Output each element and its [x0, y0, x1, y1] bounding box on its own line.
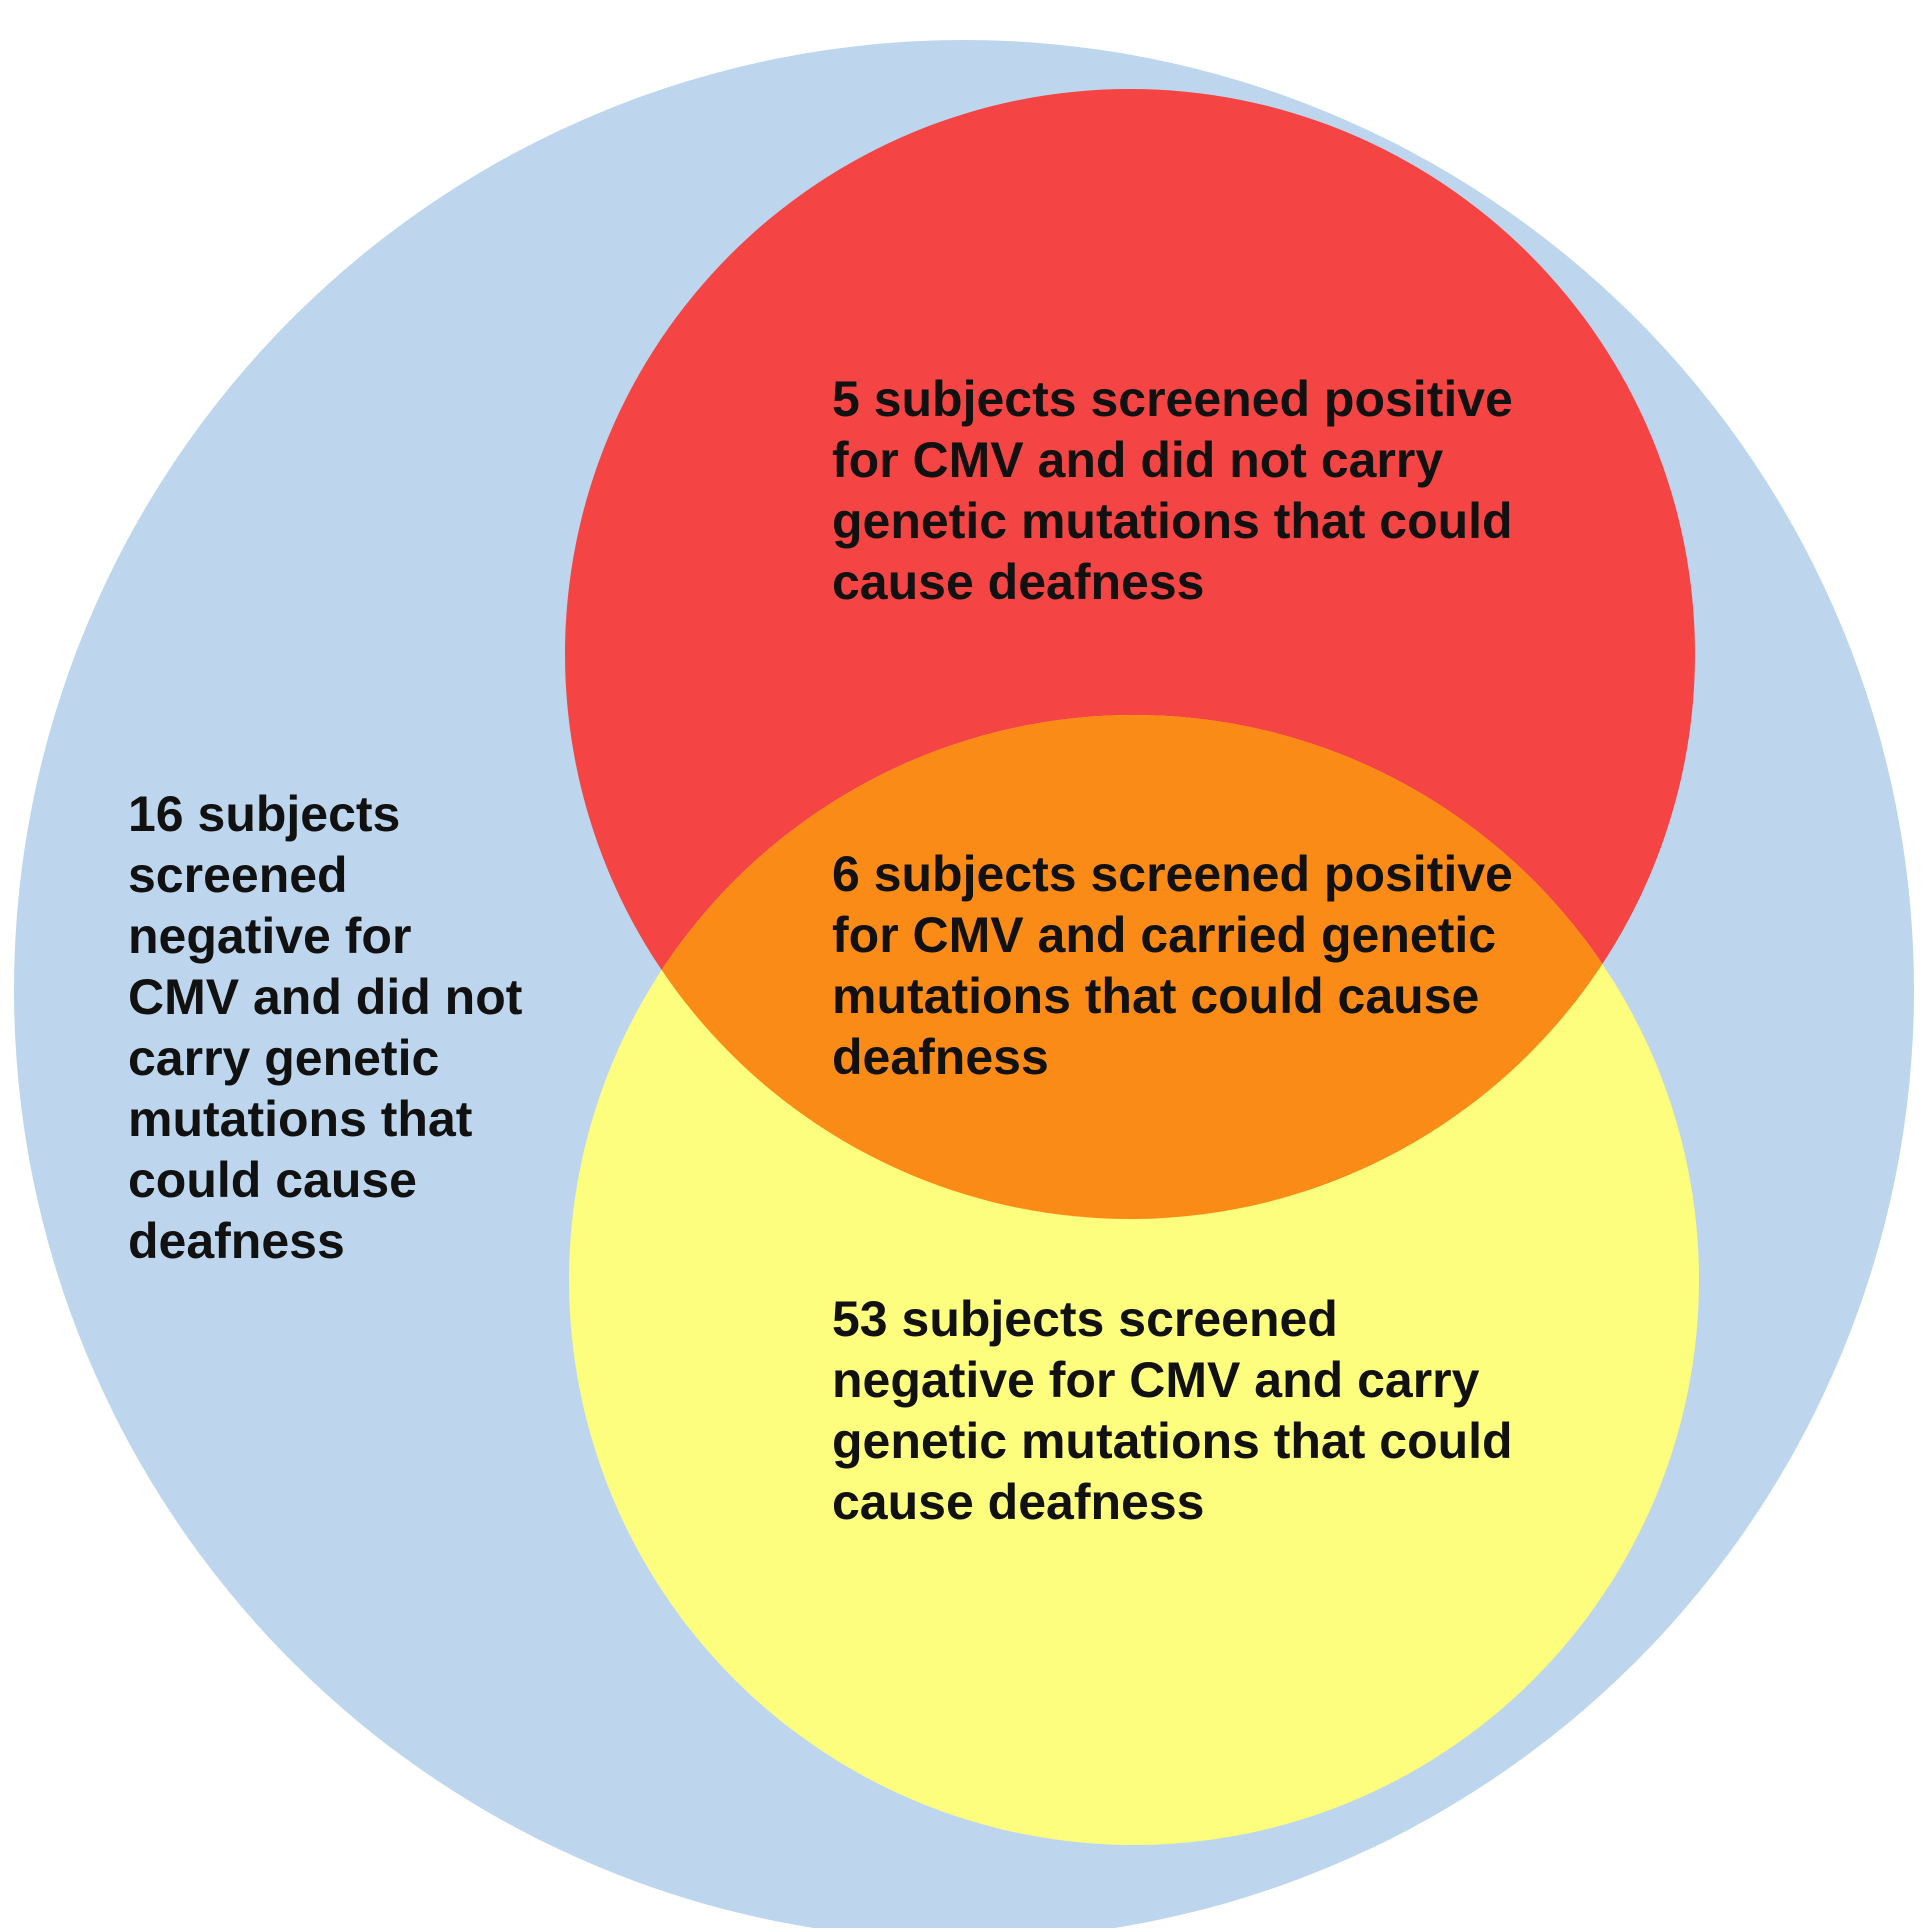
outer-label-line: mutations that: [128, 1091, 473, 1147]
outer-label-line: screened: [128, 847, 348, 903]
cmv-positive-label-line: 5 subjects screened positive: [832, 371, 1513, 427]
outer-label-line: negative for: [128, 908, 412, 964]
outer-region-label: 16 subjects screened negative for CMV an…: [128, 784, 522, 1272]
cmv-positive-label-line: genetic mutations that could: [832, 493, 1513, 549]
overlap-label-line: 6 subjects screened positive: [832, 846, 1513, 902]
cmv-positive-label-line: for CMV and did not carry: [832, 432, 1444, 488]
cmv-positive-label-line: cause deafness: [832, 554, 1205, 610]
genetic-mutation-region-label: 53 subjects screened negative for CMV an…: [832, 1289, 1513, 1533]
genetic-mutation-label-line: genetic mutations that could: [832, 1413, 1513, 1469]
outer-label-line: CMV and did not: [128, 969, 523, 1025]
genetic-mutation-label-line: 53 subjects screened: [832, 1291, 1338, 1347]
outer-label-line: carry genetic: [128, 1030, 440, 1086]
outer-label-line: could cause: [128, 1152, 417, 1208]
overlap-label-line: deafness: [832, 1029, 1049, 1085]
outer-label-line: deafness: [128, 1213, 345, 1269]
overlap-region-label: 6 subjects screened positive for CMV and…: [832, 844, 1513, 1088]
overlap-region: [569, 715, 1695, 1219]
overlap-label-line: for CMV and carried genetic: [832, 907, 1497, 963]
genetic-mutation-label-line: negative for CMV and carry: [832, 1352, 1480, 1408]
outer-label-line: 16 subjects: [128, 786, 401, 842]
overlap-label-line: mutations that could cause: [832, 968, 1480, 1024]
genetic-mutation-label-line: cause deafness: [832, 1474, 1205, 1530]
cmv-positive-region-label: 5 subjects screened positive for CMV and…: [832, 369, 1513, 613]
